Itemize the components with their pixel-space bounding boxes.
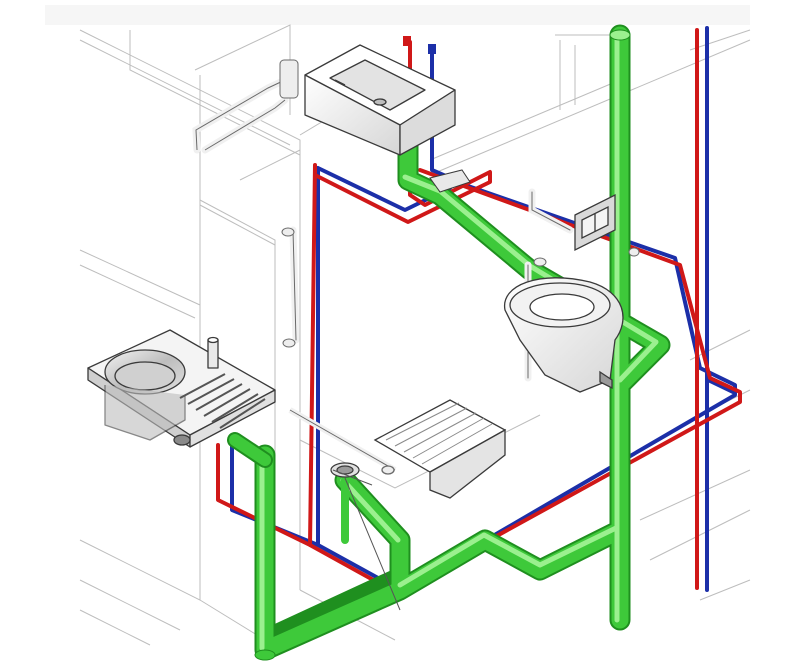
floor-drain-icon <box>330 462 401 611</box>
wash-basin-icon <box>304 44 456 156</box>
basin-trap <box>403 36 471 193</box>
sink-icon <box>87 329 276 448</box>
grab-bar-left <box>281 226 300 348</box>
flush-plate-icon <box>574 193 616 252</box>
grab-bar-icon <box>192 59 299 154</box>
drainage-pipes <box>227 24 671 661</box>
cold-water-main <box>705 26 737 592</box>
shower-seat-icon <box>288 399 507 499</box>
toilet-icon <box>504 277 624 393</box>
hot-water-branch-sink <box>216 443 312 547</box>
